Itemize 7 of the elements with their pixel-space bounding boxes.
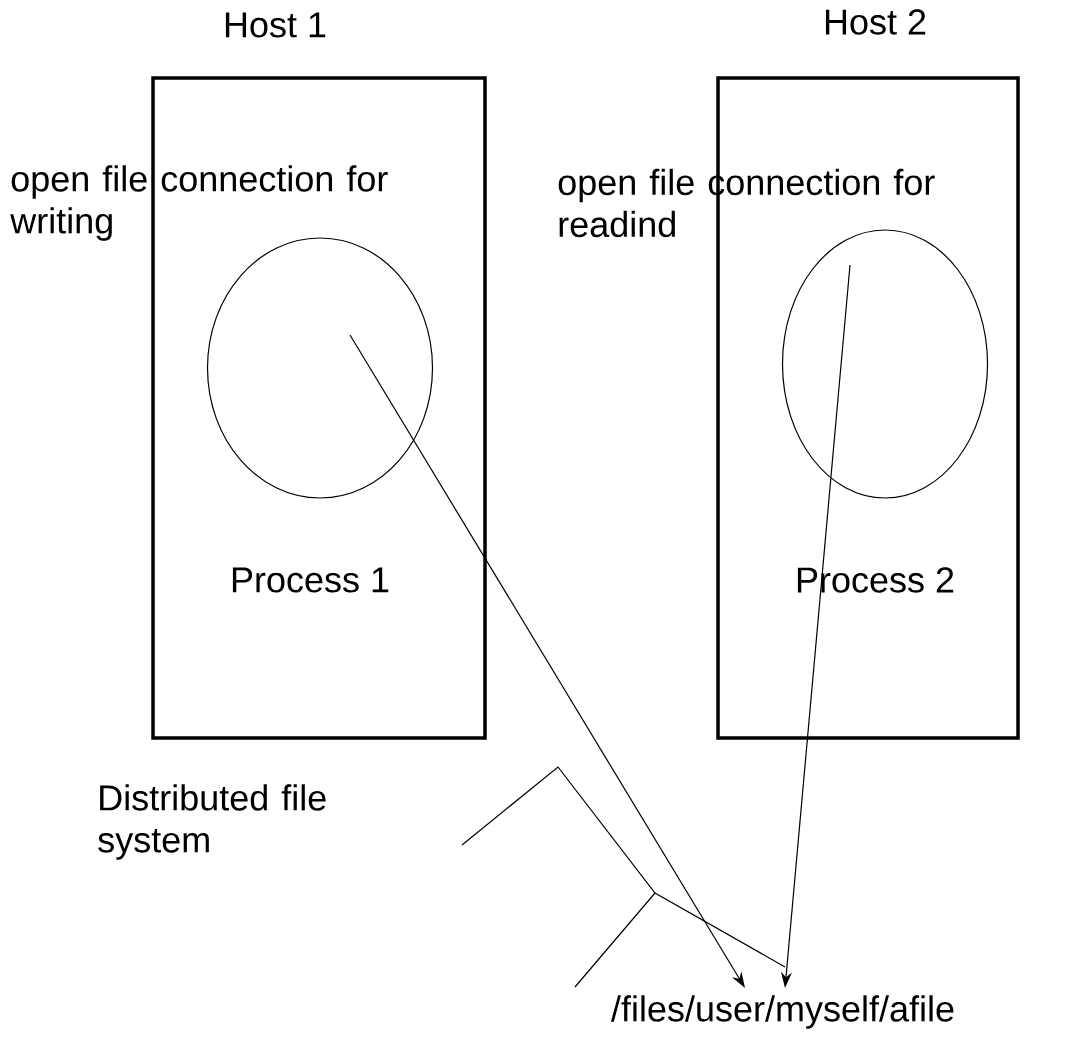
process-ellipse: [781, 229, 989, 499]
process-ellipse: [206, 237, 434, 499]
annotation: open file connection for writing: [10, 165, 388, 241]
node-label: Host 1: [225, 12, 326, 38]
file-path: /files/user/myself/afile: [610, 995, 954, 1029]
node-label: Host 2: [825, 9, 926, 35]
annotation: Distributed file system: [98, 784, 326, 860]
